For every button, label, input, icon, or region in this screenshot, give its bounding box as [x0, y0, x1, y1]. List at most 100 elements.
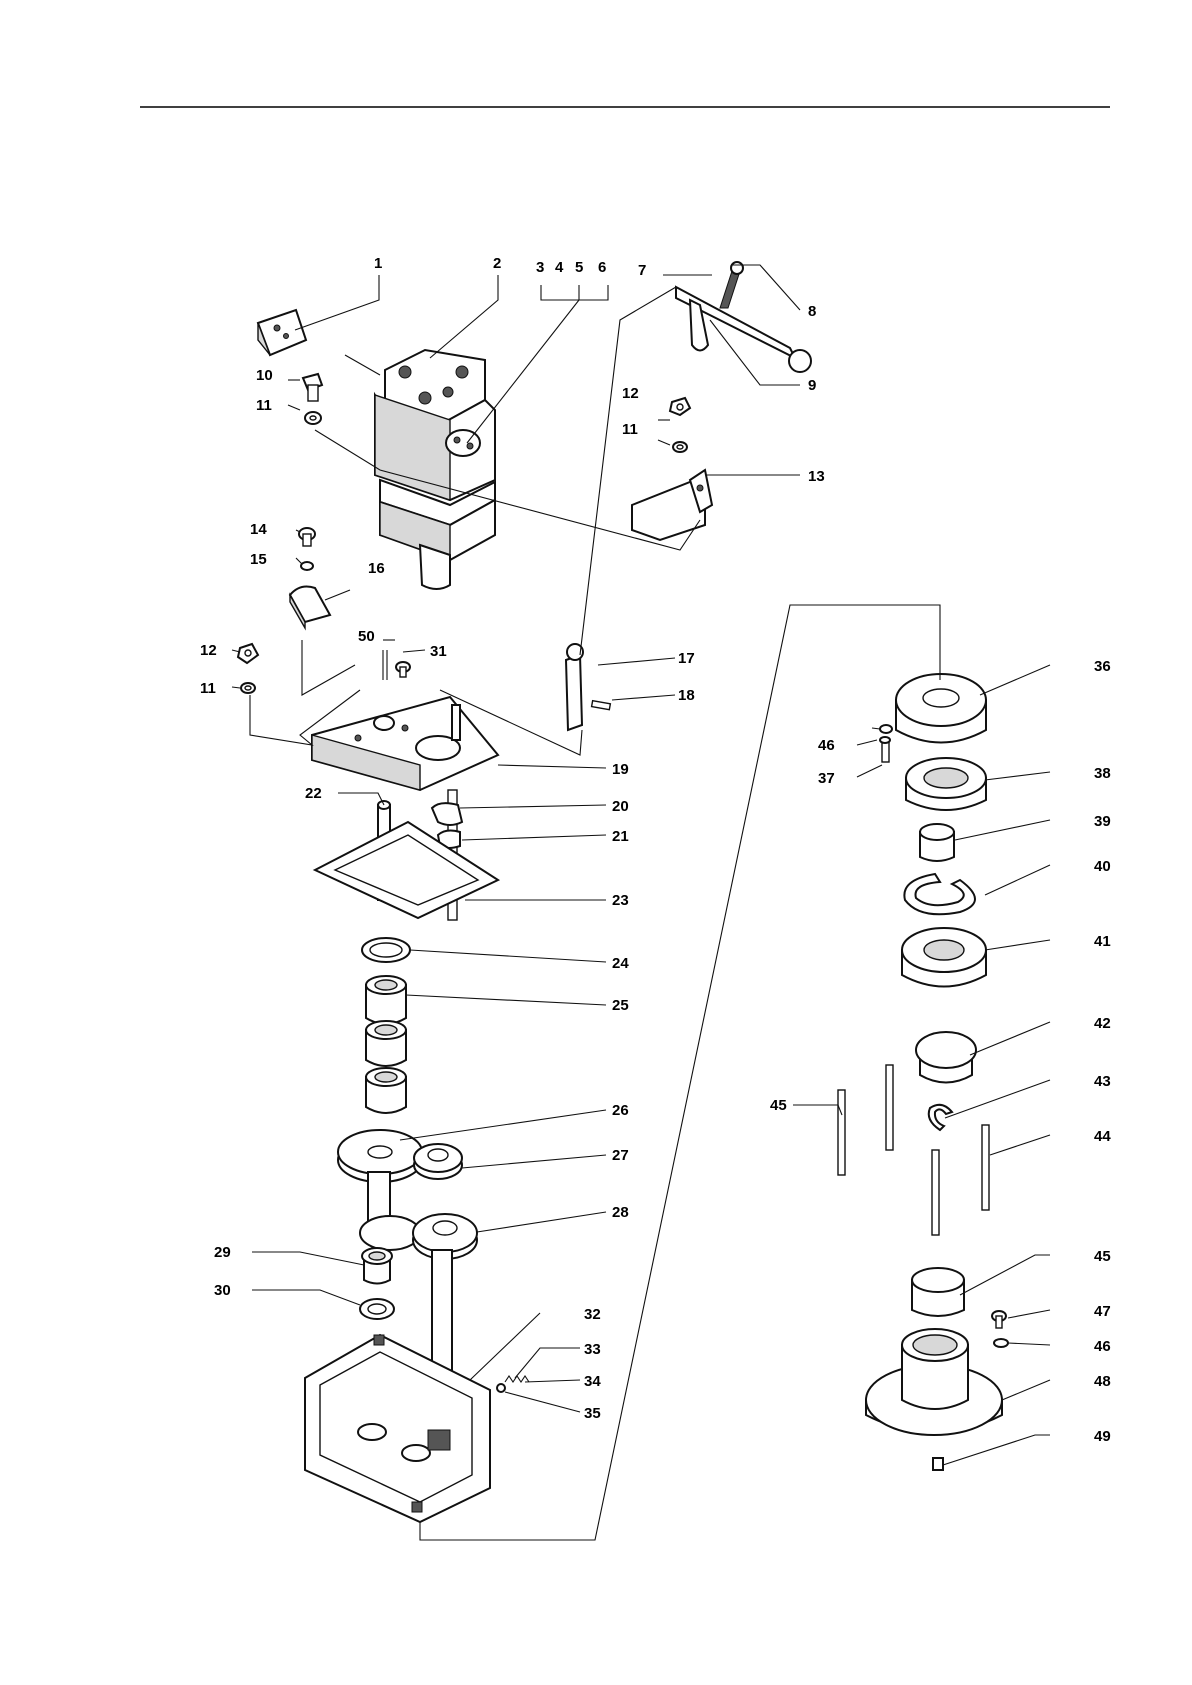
part-44-stud-d — [982, 1125, 989, 1210]
callout-30: 30 — [214, 1282, 231, 1299]
part-12-nut-right — [670, 398, 690, 415]
callout-28: 28 — [612, 1204, 629, 1221]
callout-17: 17 — [678, 650, 695, 667]
callout-32: 32 — [584, 1306, 601, 1323]
part-45-sleeve — [912, 1268, 964, 1316]
part-27-gear — [414, 1144, 462, 1179]
part-26-gear — [338, 1130, 422, 1222]
callout-19: 19 — [612, 761, 629, 778]
callout-35: 35 — [584, 1405, 601, 1422]
callout-21: 21 — [612, 828, 629, 845]
callout-42: 42 — [1094, 1015, 1111, 1032]
part-37-screw — [880, 737, 890, 762]
part-8-9-lever — [676, 262, 811, 372]
callout-31: 31 — [430, 643, 447, 660]
callout-44: 44 — [1094, 1128, 1111, 1145]
part-29-bushing — [362, 1248, 392, 1284]
part-25-bearing-2 — [366, 1021, 406, 1066]
part-11-washer-left — [241, 683, 255, 693]
callout-8: 8 — [808, 303, 816, 320]
part-19-top-plate — [312, 697, 498, 790]
part-32-gearbox-base — [305, 1335, 490, 1522]
part-39-sleeve — [920, 824, 954, 861]
callout-18: 18 — [678, 687, 695, 704]
part-2-main-housing — [375, 350, 495, 589]
callout-12-right: 12 — [622, 385, 639, 402]
callout-16: 16 — [368, 560, 385, 577]
part-23-gasket — [315, 822, 498, 918]
callout-49: 49 — [1094, 1428, 1111, 1445]
part-40-circlip — [904, 874, 975, 914]
part-11-washer-right — [673, 442, 687, 452]
callout-38: 38 — [1094, 765, 1111, 782]
part-13-bracket — [632, 470, 712, 540]
part-47-screw — [992, 1311, 1006, 1328]
part-48-flange — [866, 1329, 1002, 1435]
part-15-washer — [301, 562, 313, 570]
callout-9: 9 — [808, 377, 816, 394]
part-31-plug — [396, 662, 410, 677]
part-45-stud-a — [838, 1090, 845, 1175]
callout-4: 4 — [555, 259, 564, 276]
part-10-bolt — [303, 374, 322, 401]
part-43-clip — [929, 1105, 952, 1130]
callout-13: 13 — [808, 468, 825, 485]
callout-labels: 1 2 3 4 5 6 7 8 9 10 11 12 11 13 14 15 1… — [200, 255, 1111, 1445]
part-16-plate — [290, 587, 330, 628]
callout-5: 5 — [575, 259, 583, 276]
part-36-cover — [896, 674, 986, 743]
part-41-ring — [902, 928, 986, 987]
callout-1: 1 — [374, 255, 382, 272]
part-45-stud-b — [886, 1065, 893, 1150]
callout-7: 7 — [638, 262, 646, 279]
callout-15: 15 — [250, 551, 267, 568]
callout-25: 25 — [612, 997, 629, 1014]
callout-47: 47 — [1094, 1303, 1111, 1320]
callout-33: 33 — [584, 1341, 601, 1358]
callout-23: 23 — [612, 892, 629, 909]
part-25-bearing-3 — [366, 1068, 406, 1113]
callout-37: 37 — [818, 770, 835, 787]
part-30-seal — [360, 1299, 394, 1319]
callout-3: 3 — [536, 259, 544, 276]
callout-46-bottom: 46 — [1094, 1338, 1111, 1355]
part-1-cover-plate — [258, 310, 306, 355]
callout-11-left: 11 — [200, 680, 216, 697]
callout-22: 22 — [305, 785, 322, 802]
callout-6: 6 — [598, 259, 606, 276]
part-46-washer-a — [880, 725, 892, 733]
part-44-stud-c — [932, 1150, 939, 1235]
callout-24: 24 — [612, 955, 629, 972]
callout-45-right: 45 — [1094, 1248, 1111, 1265]
part-42-gear — [916, 1032, 976, 1083]
callout-2: 2 — [493, 255, 501, 272]
part-25-bearing-1 — [366, 976, 406, 1024]
callout-48: 48 — [1094, 1373, 1111, 1390]
part-24-seal — [362, 938, 410, 962]
callout-43: 43 — [1094, 1073, 1111, 1090]
part-12-nut-left — [238, 644, 258, 663]
part-14-screw — [299, 528, 315, 546]
callout-39: 39 — [1094, 813, 1111, 830]
callout-20: 20 — [612, 798, 629, 815]
callout-14: 14 — [250, 521, 267, 538]
callout-41: 41 — [1094, 933, 1111, 950]
callout-45-left: 45 — [770, 1097, 787, 1114]
callout-36: 36 — [1094, 658, 1111, 675]
callout-27: 27 — [612, 1147, 629, 1164]
part-50-pin — [383, 650, 387, 680]
part-46-washer-b — [994, 1339, 1008, 1347]
callout-46-top: 46 — [818, 737, 835, 754]
part-18-pin — [592, 701, 611, 710]
part-17-slider — [566, 644, 583, 730]
part-11-washer-top — [305, 412, 321, 424]
part-33-34-spring-ball — [497, 1376, 529, 1392]
callout-10: 10 — [256, 367, 273, 384]
part-49-plug — [933, 1458, 943, 1470]
callout-40: 40 — [1094, 858, 1111, 875]
callout-26: 26 — [612, 1102, 629, 1119]
callout-29: 29 — [214, 1244, 231, 1261]
callout-34: 34 — [584, 1373, 601, 1390]
callout-50: 50 — [358, 628, 375, 645]
